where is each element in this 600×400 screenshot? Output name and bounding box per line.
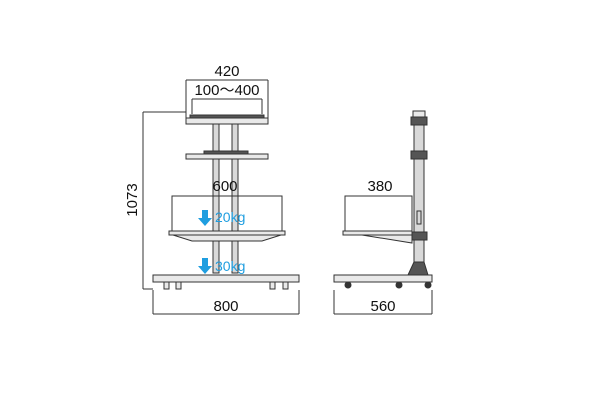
- vesa-range-dimension: 100〜400: [191, 82, 263, 114]
- base-width-label: 800: [213, 298, 238, 315]
- front-shelf: [168, 230, 286, 242]
- down-arrow-icon: [198, 258, 212, 274]
- shelf-load-label: 20kg: [215, 209, 245, 225]
- side-caster-middle: [395, 281, 403, 289]
- vesa-range-label: 100〜400: [194, 82, 259, 99]
- shelf-load-indicator: 20kg: [198, 209, 245, 226]
- base-width-dimension: 800: [152, 290, 300, 315]
- base-depth-dimension: 560: [333, 290, 433, 315]
- side-caster-front: [344, 281, 352, 289]
- top-mount-bracket: [185, 114, 269, 125]
- shelf-depth-label: 380: [367, 178, 392, 195]
- side-caster-rear: [424, 281, 432, 289]
- height-label: 1073: [124, 183, 141, 216]
- front-base: [152, 274, 300, 290]
- down-arrow-icon: [198, 210, 212, 226]
- top-width-label: 420: [214, 63, 239, 80]
- base-depth-label: 560: [370, 298, 395, 315]
- base-load-label: 30kg: [215, 258, 245, 274]
- side-pole-slot: [416, 210, 422, 225]
- side-base: [333, 261, 433, 289]
- side-shelf-clamp: [410, 231, 428, 241]
- side-top-clamp: [410, 116, 428, 126]
- side-shelf: [342, 230, 413, 244]
- shelf-width-label: 600: [212, 178, 237, 195]
- front-view: 420 100〜400 600: [124, 63, 300, 315]
- height-dimension: 1073: [124, 111, 186, 290]
- side-view: 380 560: [333, 110, 433, 315]
- side-middle-clamp: [410, 150, 428, 160]
- side-device-outline: [344, 195, 413, 232]
- middle-mount-bracket: [185, 150, 269, 160]
- base-load-indicator: 30kg: [198, 258, 245, 274]
- side-pole: [413, 117, 425, 276]
